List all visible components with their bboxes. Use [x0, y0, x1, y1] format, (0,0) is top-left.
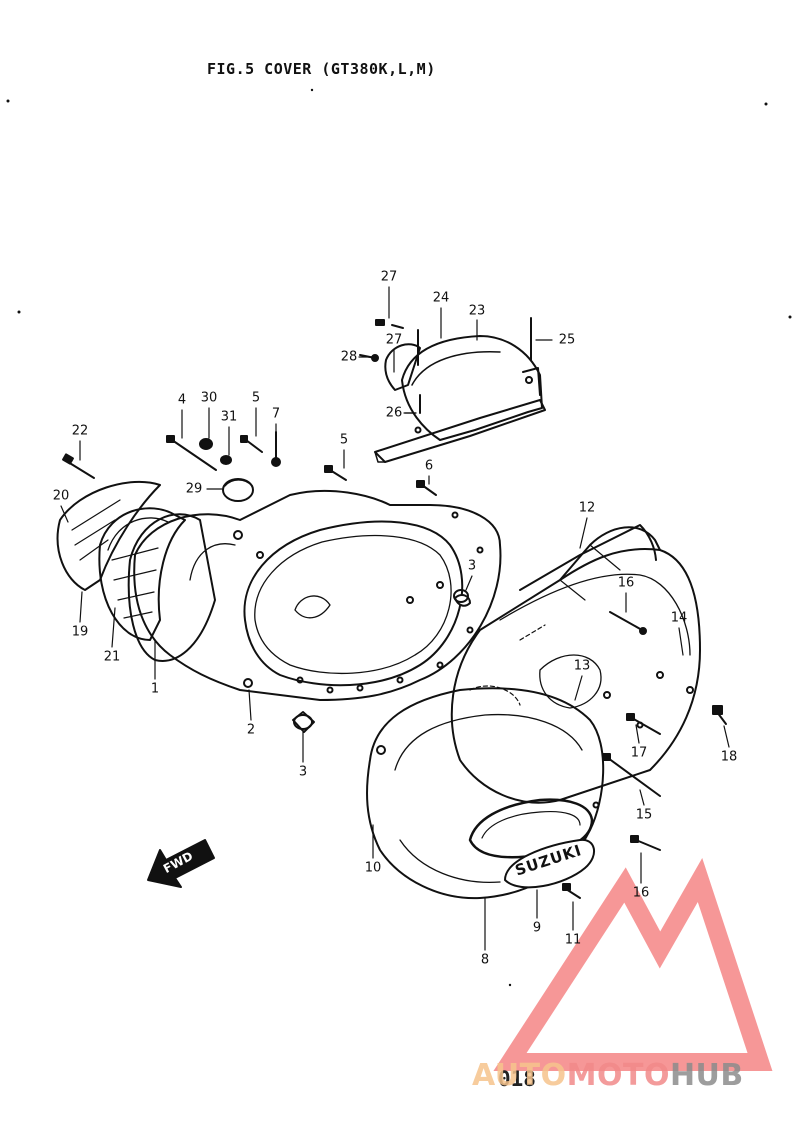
outer-clutch-cover: [366, 687, 661, 900]
part-callout-1: 1: [150, 681, 160, 697]
page-number: 018: [498, 1067, 536, 1091]
part-callout-26: 26: [385, 405, 403, 421]
upper-cover-bracket: [359, 317, 546, 463]
watermark-logo-icon: [493, 857, 773, 1071]
part-callout-11: 11: [564, 932, 582, 948]
part-callout-8: 8: [480, 952, 490, 968]
fwd-arrow: FWD: [147, 839, 215, 888]
watermark-text: AUTOMOTOHUB: [472, 1058, 744, 1093]
part-callout-15: 15: [635, 807, 653, 823]
part-callout-22: 22: [71, 423, 89, 439]
part-callout-19: 19: [71, 624, 89, 640]
part-callout-29: 29: [185, 481, 203, 497]
part-callout-27a: 27: [380, 269, 398, 285]
part-callout-12: 12: [578, 500, 596, 516]
part-callout-7: 7: [271, 406, 281, 422]
part-callout-5a: 5: [251, 390, 261, 406]
magneto-cover: [56, 453, 216, 662]
part-callout-10: 10: [364, 860, 382, 876]
part-callout-16a: 16: [617, 575, 635, 591]
part-callout-18: 18: [720, 749, 738, 765]
part-callout-30: 30: [200, 390, 218, 406]
part-callout-14: 14: [670, 610, 688, 626]
part-callout-3a: 3: [467, 558, 477, 574]
part-callout-27b: 27: [385, 332, 403, 348]
part-callout-9: 9: [532, 920, 542, 936]
part-callout-13: 13: [573, 658, 591, 674]
dowel-pins: [292, 589, 469, 733]
part-callout-21: 21: [103, 649, 121, 665]
fasteners-upper: [166, 431, 437, 502]
crankcase-cover: [133, 489, 502, 701]
part-callout-6: 6: [424, 458, 434, 474]
part-callout-20: 20: [52, 488, 70, 504]
scan-specks: [6, 88, 792, 987]
figure-title: FIG.5 COVER (GT380K,L,M): [207, 60, 436, 78]
watermark-part-moto: MOTO: [566, 1058, 670, 1093]
watermark-part-hub: HUB: [669, 1058, 744, 1093]
part-callout-31: 31: [220, 409, 238, 425]
part-callout-23: 23: [468, 303, 486, 319]
part-callout-4: 4: [177, 392, 187, 408]
part-callout-28: 28: [340, 349, 358, 365]
part-callout-3b: 3: [298, 764, 308, 780]
part-callout-2: 2: [246, 722, 256, 738]
part-callout-16b: 16: [632, 885, 650, 901]
part-callout-24: 24: [432, 290, 450, 306]
part-callout-25: 25: [558, 332, 576, 348]
part-callout-5b: 5: [339, 432, 349, 448]
leader-lines: [60, 286, 730, 951]
watermark-part-auto: AUTO: [472, 1058, 567, 1093]
part-callout-17: 17: [630, 745, 648, 761]
